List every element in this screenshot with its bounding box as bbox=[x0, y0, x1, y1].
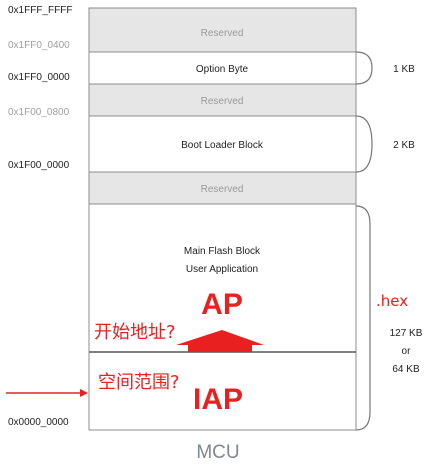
iap-label: IAP bbox=[193, 383, 243, 416]
start-address-note: 开始地址? bbox=[94, 322, 176, 343]
address-option-start: 0x1FF0_0000 bbox=[8, 72, 70, 83]
reserved-block-middle bbox=[88, 83, 357, 117]
option-size-label: 1 KB bbox=[393, 64, 415, 75]
up-arrow-icon bbox=[176, 330, 264, 352]
boot-loader-label: Boot Loader Block bbox=[181, 140, 264, 151]
hex-label: .hex bbox=[376, 292, 408, 310]
reserved-label-bottom: Reserved bbox=[201, 184, 244, 195]
main-size-label-line2: or bbox=[402, 346, 412, 357]
boot-size-label: 2 KB bbox=[393, 140, 415, 151]
mcu-label: MCU bbox=[196, 442, 239, 463]
reserved-label-top: Reserved bbox=[201, 28, 244, 39]
address-option-reserved-start: 0x1FF0_0400 bbox=[8, 40, 70, 51]
boot-loader-block bbox=[88, 115, 357, 173]
main-size-label-line3: 64 KB bbox=[392, 364, 420, 375]
option-size-brace bbox=[355, 51, 373, 85]
option-byte-block bbox=[88, 51, 357, 85]
main-flash-block bbox=[88, 203, 357, 431]
address-boot-start: 0x1F00_0000 bbox=[8, 160, 70, 171]
main-size-brace bbox=[355, 205, 371, 431]
boot-size-brace bbox=[355, 115, 373, 173]
main-flash-label-line2: User Application bbox=[186, 264, 258, 275]
main-size-label-line1: 127 KB bbox=[390, 328, 423, 339]
address-bottom: 0x0000_0000 bbox=[8, 417, 69, 428]
reserved-block-top bbox=[88, 7, 357, 53]
address-top: 0x1FFF_FFFF bbox=[8, 5, 72, 16]
main-flash-label-line1: Main Flash Block bbox=[184, 246, 261, 257]
ap-label: AP bbox=[201, 288, 243, 321]
option-byte-label: Option Byte bbox=[196, 64, 249, 75]
address-boot-reserved-start: 0x1F00_0800 bbox=[8, 107, 70, 118]
space-range-note: 空间范围? bbox=[98, 372, 180, 393]
reserved-label-middle: Reserved bbox=[201, 96, 244, 107]
arrow-right-icon bbox=[80, 389, 88, 397]
